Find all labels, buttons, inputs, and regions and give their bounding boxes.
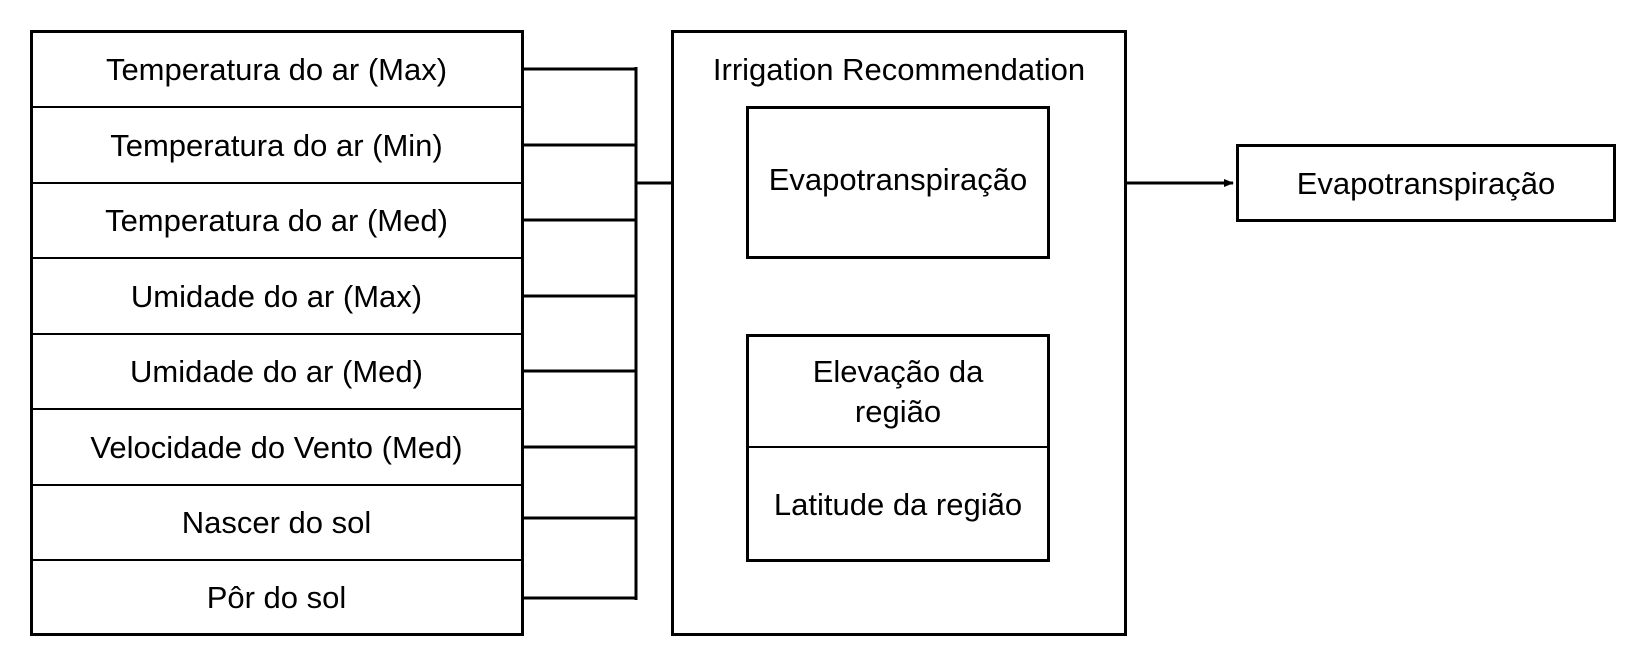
row-divider <box>31 182 522 184</box>
param-elevation: Elevação da região <box>812 354 984 429</box>
row-divider <box>31 257 522 259</box>
row-divider <box>31 333 522 335</box>
output-box <box>1236 144 1616 222</box>
input-item: Umidade do ar (Max) <box>130 278 423 314</box>
core-label: Evapotranspiração <box>768 162 1028 197</box>
system-title: Irrigation Recommendation <box>712 52 1086 87</box>
input-item: Temperatura do ar (Min) <box>110 127 443 163</box>
params-divider <box>748 446 1048 448</box>
row-divider <box>31 559 522 561</box>
input-item: Velocidade do Vento (Med) <box>90 429 463 465</box>
row-divider <box>31 408 522 410</box>
input-item: Umidade do ar (Med) <box>130 353 423 389</box>
input-item: Temperatura do ar (Med) <box>105 202 448 238</box>
input-item: Pôr do sol <box>206 579 347 615</box>
input-item: Temperatura do ar (Max) <box>105 51 448 87</box>
param-latitude: Latitude da região <box>773 487 1023 522</box>
params-box <box>746 334 1050 562</box>
row-divider <box>31 106 522 108</box>
evapotranspiration-core-box <box>746 106 1050 259</box>
row-divider <box>31 484 522 486</box>
input-item: Nascer do sol <box>181 504 372 540</box>
input-connector-lines <box>522 67 638 600</box>
output-label: Evapotranspiração <box>1296 166 1556 201</box>
